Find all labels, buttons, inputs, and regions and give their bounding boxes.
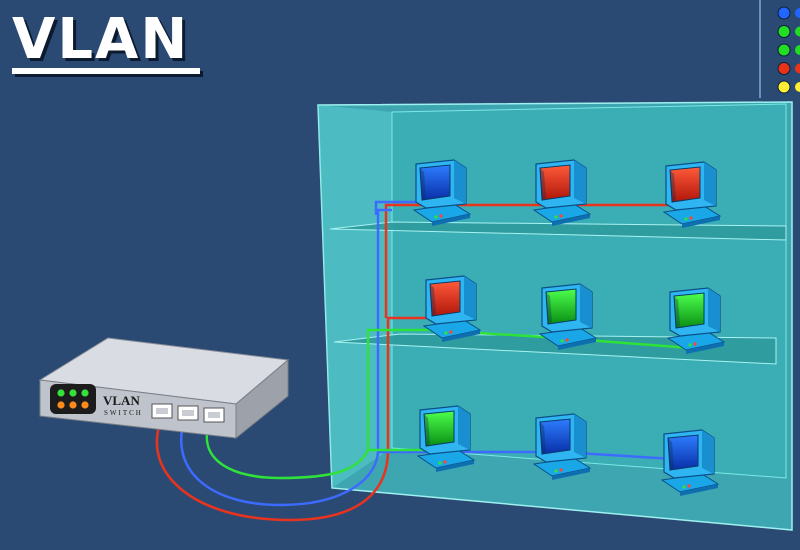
led-green-2 [69, 389, 77, 397]
computer-red-s2c1 [422, 275, 482, 342]
computer-red-s1c2 [532, 159, 592, 226]
computer-blue-s3c2 [532, 413, 592, 480]
led-orange-2 [69, 401, 77, 409]
cable-red-trunk [155, 316, 430, 522]
cable-blue-top [374, 200, 430, 215]
computer-green-s2c3 [666, 287, 726, 354]
legend-dot-blue [777, 6, 791, 20]
switch-port-1 [151, 403, 173, 419]
computer-green-s3c1 [416, 405, 476, 472]
legend-dot-green [777, 25, 791, 38]
led-orange-3 [81, 401, 89, 409]
cable-blue-bottom [378, 450, 691, 462]
legend-dot-edge-green [795, 45, 800, 55]
led-orange-1 [57, 401, 65, 409]
vlan-switch: VLAN SWITCH [38, 337, 290, 440]
led-green-1 [57, 389, 65, 397]
title-underline [12, 68, 200, 74]
cable-green-middle [205, 328, 691, 480]
cable-blue-trunk [179, 208, 392, 507]
legend-dot-edge-yellow [795, 82, 800, 92]
computer-blue-s1c1 [412, 159, 472, 226]
legend-dot-green [777, 43, 791, 57]
computer-blue-s3c3 [660, 429, 720, 496]
switch-led-panel [50, 384, 96, 414]
legend-dot-edge-red [795, 63, 800, 74]
computer-red-s1c3 [662, 161, 722, 228]
computers [412, 159, 726, 496]
switch-brand-label: VLAN [103, 393, 140, 408]
legend-dot-red [777, 62, 791, 75]
switch-sub-label: SWITCH [104, 409, 143, 417]
legend-dot-yellow [777, 80, 791, 94]
switch-port-2 [177, 405, 199, 421]
legend-dot-edge-blue [795, 8, 800, 18]
shelf-1 [329, 221, 787, 241]
page-title: VLAN [12, 7, 190, 72]
switch-port-3 [203, 407, 225, 423]
led-green-3 [81, 389, 89, 397]
legend-dot-edge-green [795, 26, 800, 37]
computer-green-s2c2 [538, 283, 598, 350]
legend-dots [777, 6, 800, 94]
